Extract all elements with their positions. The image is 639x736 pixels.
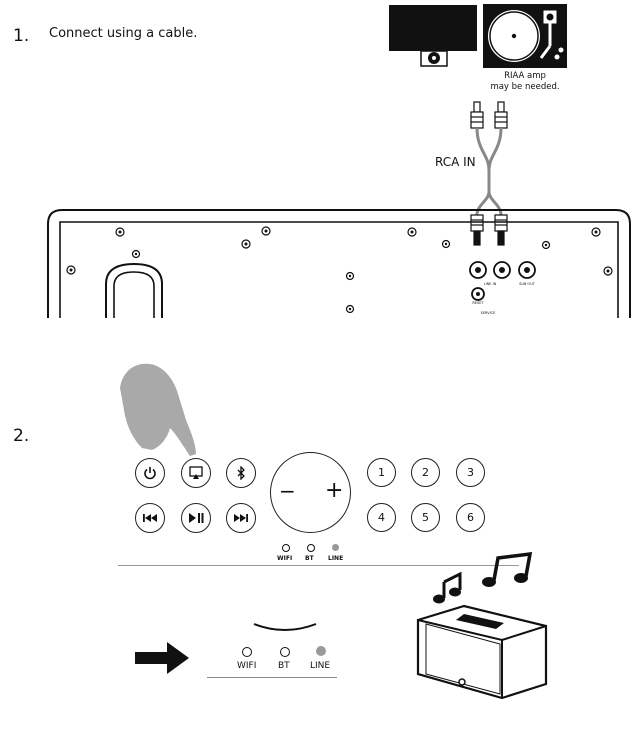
riaa-note-line1: RIAA amp <box>504 71 546 81</box>
step-1-number: 1. <box>13 26 30 46</box>
bt-indicator <box>307 544 315 552</box>
service-label: SERVICE <box>481 311 496 315</box>
step-2-number: 2. <box>13 426 30 446</box>
bt-label: BT <box>305 555 314 562</box>
play-pause-icon <box>189 513 204 523</box>
line-label-zoom: LINE <box>310 661 331 671</box>
airplay-button[interactable] <box>181 458 211 488</box>
wifi-label-zoom: WIFI <box>237 661 257 671</box>
line-indicator <box>332 544 339 551</box>
turntable-icon <box>483 4 567 68</box>
power-icon <box>144 467 156 480</box>
reset-label: RESET <box>472 301 484 305</box>
rca-cable <box>470 101 508 246</box>
next-icon <box>234 514 248 522</box>
zoom-divider <box>207 677 337 678</box>
tv-device <box>389 5 477 67</box>
riaa-note-line2: may be needed. <box>490 82 560 92</box>
sub-out-label: SUB OUT <box>519 282 536 286</box>
line-label: LINE <box>328 555 344 562</box>
previous-button[interactable] <box>135 503 165 533</box>
wifi-label: WIFI <box>277 555 293 562</box>
preset-3-button[interactable]: 3 <box>456 458 485 487</box>
airplay-icon <box>189 466 203 479</box>
rca-in-label: RCA IN <box>435 155 476 169</box>
wifi-indicator-zoom <box>242 647 252 657</box>
previous-icon <box>143 514 157 522</box>
riaa-note: RIAA amp may be needed. <box>480 71 570 93</box>
bluetooth-button[interactable] <box>226 458 256 488</box>
wifi-indicator <box>282 544 290 552</box>
preset-2-button[interactable]: 2 <box>411 458 440 487</box>
play-pause-button[interactable] <box>181 503 211 533</box>
power-button[interactable] <box>135 458 165 488</box>
step-1-text: Connect using a cable. <box>49 26 198 41</box>
preset-1-button[interactable]: 1 <box>367 458 396 487</box>
knob-arc <box>253 623 317 631</box>
speaker-rear-panel: LINE IN SUB OUT RESET SERVICE <box>47 209 631 318</box>
panel-divider <box>118 565 519 566</box>
preset-5-button[interactable]: 5 <box>411 503 440 532</box>
arrow-right-icon <box>135 642 189 674</box>
volume-knob[interactable] <box>270 452 351 533</box>
preset-4-button[interactable]: 4 <box>367 503 396 532</box>
preset-6-button[interactable]: 6 <box>456 503 485 532</box>
speaker-playing-illustration <box>416 552 548 700</box>
bt-label-zoom: BT <box>278 661 290 671</box>
volume-down-button[interactable]: − <box>279 479 296 503</box>
bt-indicator-zoom <box>280 647 290 657</box>
line-indicator-zoom <box>316 646 326 656</box>
line-in-label: LINE IN <box>484 282 497 286</box>
hand-pointer-icon <box>120 363 196 456</box>
volume-up-button[interactable]: + <box>325 478 344 503</box>
next-button[interactable] <box>226 503 256 533</box>
music-notes-icon <box>433 552 533 604</box>
bluetooth-icon <box>237 466 245 480</box>
